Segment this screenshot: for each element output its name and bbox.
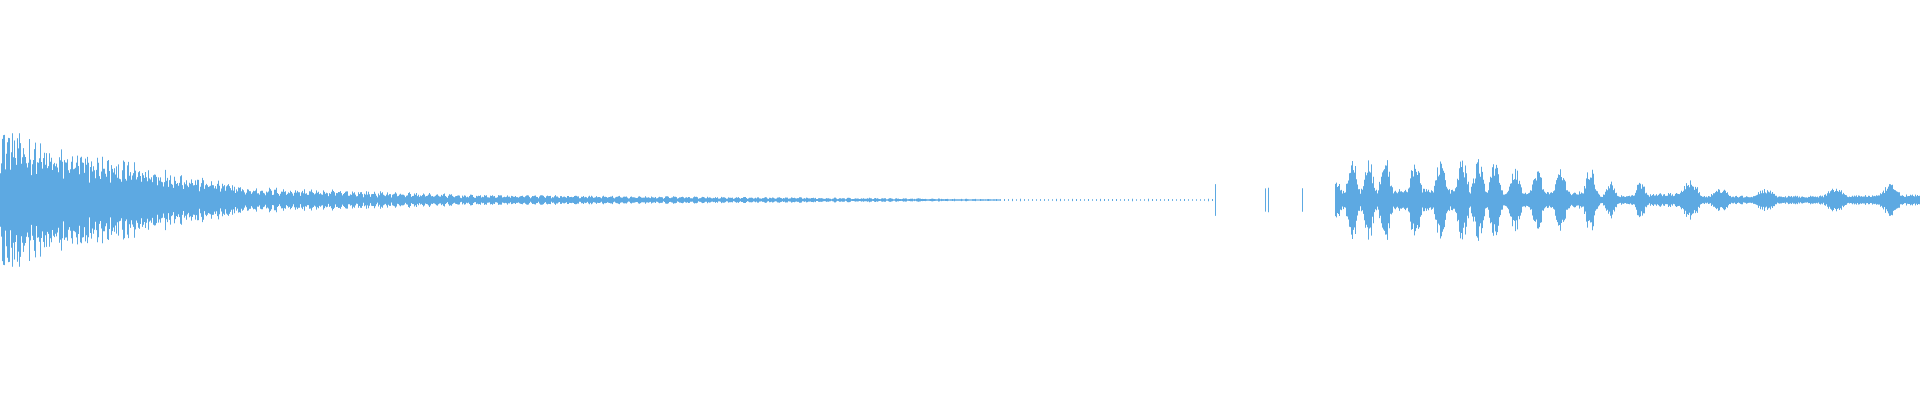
waveform-bars <box>0 133 1920 267</box>
